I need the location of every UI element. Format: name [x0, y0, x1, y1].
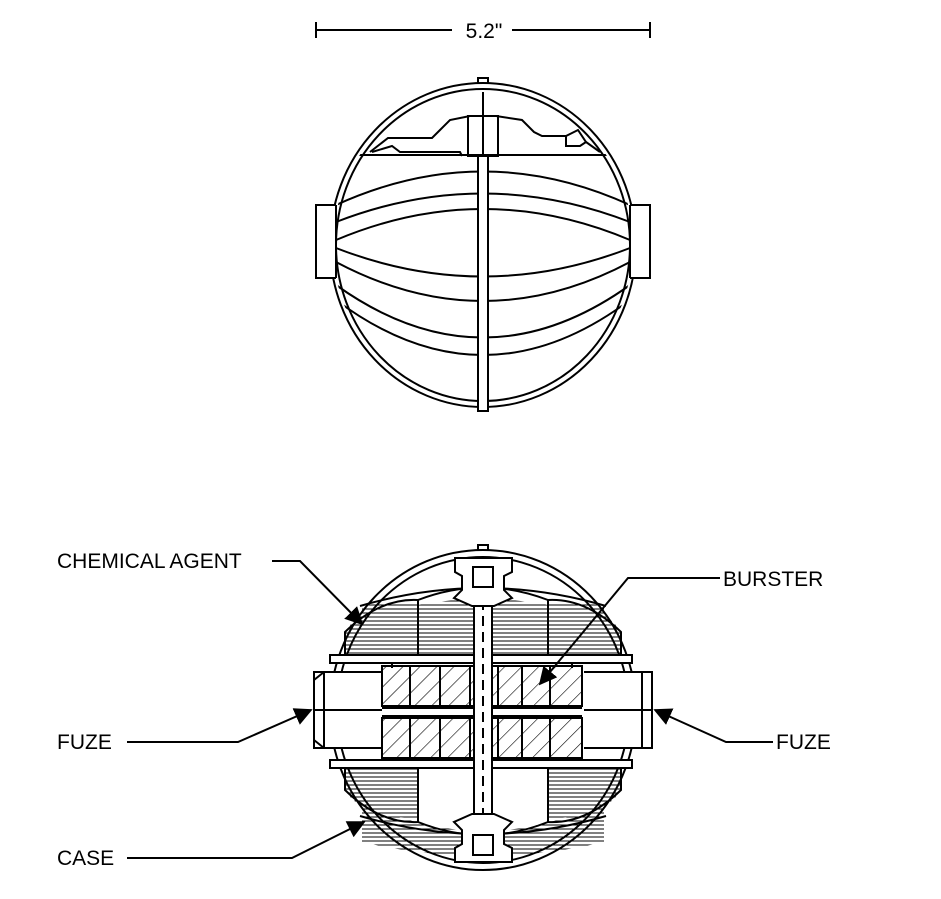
label-case: CASE [57, 847, 114, 870]
dimension-line [315, 22, 651, 38]
leader-chemical-agent [272, 560, 364, 626]
bomblet-cross-section [313, 544, 653, 871]
bomblet-exterior-view [315, 77, 651, 412]
dimension-label: 5.2" [466, 20, 503, 43]
leader-burster [538, 577, 720, 686]
label-fuze-right: FUZE [776, 731, 831, 754]
label-chemical-agent: CHEMICAL AGENT [57, 550, 242, 573]
leader-case [127, 821, 366, 859]
leader-lines [127, 560, 773, 859]
label-burster: BURSTER [723, 568, 823, 591]
label-fuze-left: FUZE [57, 731, 112, 754]
leader-fuze-left [127, 708, 313, 743]
leader-fuze-right [653, 708, 773, 743]
